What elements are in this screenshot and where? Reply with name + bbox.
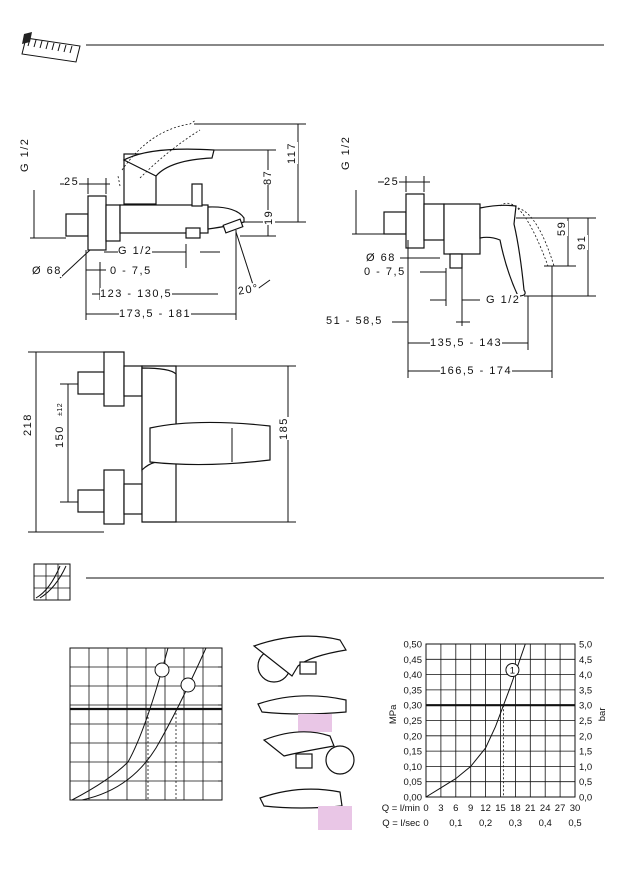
flow-diagram-icon — [33, 563, 71, 601]
dim-173-5-181: 173,5 - 181 — [119, 308, 192, 320]
y-tick-label: 0,40 — [404, 670, 423, 681]
dim-g12-outlet-1: G 1/2 — [118, 245, 153, 257]
y-tick-label: 0,45 — [404, 655, 423, 666]
bath-mixer-front-drawing — [77, 351, 271, 525]
y-tick-label: 0,50 — [404, 640, 423, 651]
x2-tick-label: 0,1 — [449, 818, 462, 829]
y-tick-label: 0,35 — [404, 685, 423, 696]
y2-tick-label: 2,0 — [579, 731, 592, 742]
flow-chart-right: 0,000,050,100,150,200,250,300,350,400,45… — [382, 640, 608, 830]
x-tick-label: 0 — [423, 803, 428, 814]
y-tick-label: 0,20 — [404, 731, 423, 742]
dim-25-2: 25 — [384, 176, 400, 188]
shower-outlet-illustration — [259, 731, 355, 830]
x-tick-label: 24 — [540, 803, 551, 814]
x2-axis-label: Q = l/sec — [382, 818, 420, 829]
x-tick-label: 27 — [555, 803, 566, 814]
dim-diameter-68-1: Ø 68 — [32, 265, 62, 277]
x-axis-label: Q = l/min — [382, 803, 420, 814]
dim-g12-inlet-2: G 1/2 — [340, 135, 352, 170]
dim-g12-outlet-2: G 1/2 — [486, 294, 521, 306]
dim-g12-inlet-1: G 1/2 — [19, 137, 31, 172]
x-tick-label: 9 — [468, 803, 473, 814]
x-tick-label: 3 — [438, 803, 443, 814]
dim-25-1: 25 — [64, 176, 80, 188]
y2-tick-label: 5,0 — [579, 640, 592, 651]
dim-51-58-5: 51 - 58,5 — [326, 315, 383, 327]
shower-mixer-side-drawing — [383, 193, 555, 297]
drawing-3-dimension-lines — [28, 351, 296, 533]
dim-offset-0-7-5-1: 0 - 7,5 — [110, 265, 152, 277]
dim-166-5-174: 166,5 - 174 — [440, 365, 513, 377]
dim-218: 218 — [22, 413, 34, 436]
y-tick-label: 0,00 — [404, 793, 423, 804]
y2-tick-label: 4,5 — [579, 655, 592, 666]
flow-chart-left — [69, 647, 223, 801]
y-tick-label: 0,10 — [404, 762, 423, 773]
x-tick-label: 6 — [453, 803, 458, 814]
ruler-icon — [21, 32, 81, 63]
dim-87: 87 — [262, 169, 274, 185]
y2-tick-label: 0,0 — [579, 793, 592, 804]
x-tick-label: 12 — [480, 803, 491, 814]
y2-tick-label: 3,5 — [579, 685, 592, 696]
x-tick-label: 21 — [525, 803, 536, 814]
dim-19: 19 — [263, 209, 275, 225]
y-tick-label: 0,15 — [404, 747, 423, 758]
dim-135-5-143: 135,5 - 143 — [430, 337, 503, 349]
y2-axis-label: bar — [597, 708, 608, 722]
y-axis-label: MPa — [388, 704, 399, 724]
x-tick-label: 15 — [495, 803, 506, 814]
x2-tick-label: 0,5 — [568, 818, 581, 829]
y2-tick-label: 4,0 — [579, 670, 592, 681]
y-tick-label: 0,30 — [404, 701, 423, 712]
x2-tick-label: 0,4 — [539, 818, 552, 829]
bath-mixer-side-drawing — [65, 119, 245, 251]
dim-angle-20: 20° — [237, 282, 261, 298]
x-tick-label: 18 — [510, 803, 521, 814]
y2-tick-label: 0,5 — [579, 777, 592, 788]
y2-tick-label: 1,5 — [579, 747, 592, 758]
spout-outlet-illustration — [252, 635, 347, 732]
y2-tick-label: 3,0 — [579, 701, 592, 712]
dim-tolerance-12: ±12 — [55, 402, 67, 416]
dim-offset-0-7-5-2: 0 - 7,5 — [364, 266, 406, 278]
dim-59: 59 — [556, 220, 568, 236]
y2-tick-label: 2,5 — [579, 716, 592, 727]
dim-diameter-68-2: Ø 68 — [366, 252, 396, 264]
x2-tick-label: 0,3 — [509, 818, 522, 829]
x2-tick-label: 0 — [423, 818, 428, 829]
dim-150: 150 — [54, 425, 66, 448]
dim-185: 185 — [278, 417, 290, 440]
y-tick-label: 0,05 — [404, 777, 423, 788]
curve-marker — [505, 663, 520, 678]
y-tick-label: 0,25 — [404, 716, 423, 727]
curve-marker-label: 1 — [510, 666, 515, 677]
x2-tick-label: 0,2 — [479, 818, 492, 829]
y2-tick-label: 1,0 — [579, 762, 592, 773]
dim-117: 117 — [286, 141, 298, 164]
dim-91: 91 — [576, 234, 588, 250]
dim-123-130-5: 123 - 130,5 — [100, 288, 173, 300]
x-tick-label: 30 — [570, 803, 581, 814]
